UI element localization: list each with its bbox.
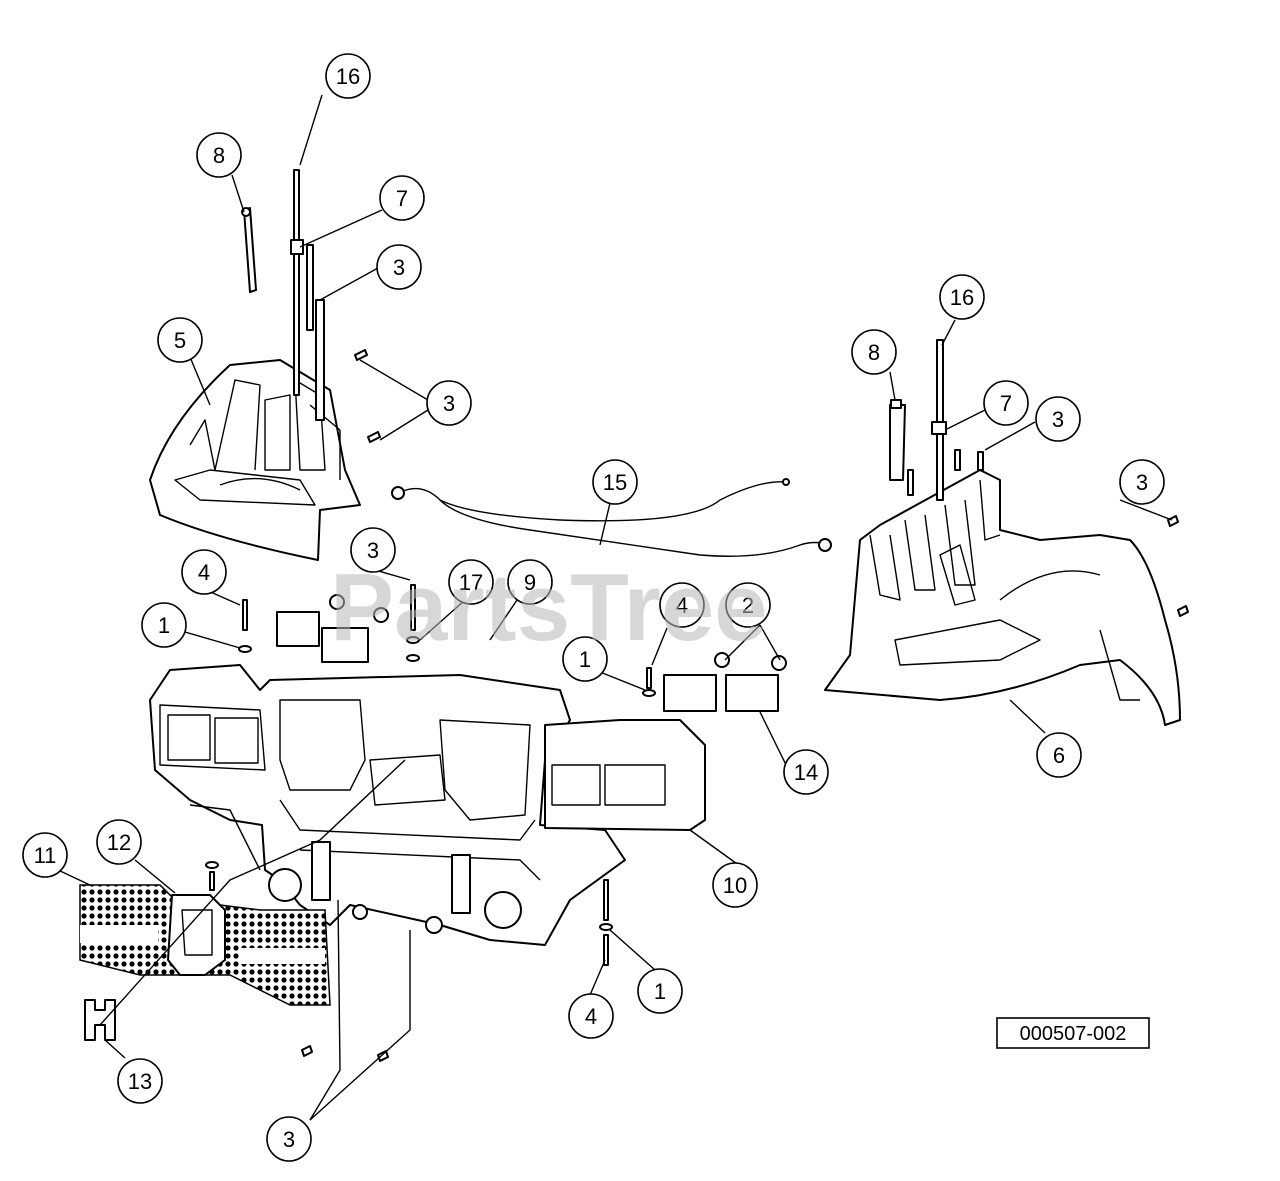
leader-lines <box>57 94 1173 1121</box>
svg-text:8: 8 <box>868 340 880 365</box>
callout-4-bottom: 4 <box>568 993 614 1039</box>
svg-text:17: 17 <box>459 570 483 595</box>
lamp-lenses-right <box>642 652 787 712</box>
svg-text:10: 10 <box>723 873 747 898</box>
callout-3-right-a: 3 <box>1035 396 1081 442</box>
callout-11: 11 <box>22 832 68 878</box>
callout-3-left-b: 3 <box>426 380 472 426</box>
svg-text:4: 4 <box>585 1004 597 1029</box>
svg-text:7: 7 <box>396 186 408 211</box>
svg-text:13: 13 <box>128 1069 152 1094</box>
callout-6: 6 <box>1036 732 1082 778</box>
front-body <box>149 664 626 946</box>
svg-text:3: 3 <box>443 391 455 416</box>
callout-8-right: 8 <box>851 329 897 375</box>
callout-3-center: 3 <box>350 527 396 573</box>
watermark: PartsTree <box>330 554 768 661</box>
callouts: 16 8 7 3 5 3 15 3 4 17 9 1 4 2 1 14 10 1… <box>22 53 1165 1162</box>
callout-15: 15 <box>592 459 638 505</box>
svg-text:5: 5 <box>174 328 186 353</box>
callout-7-left: 7 <box>379 175 425 221</box>
svg-text:15: 15 <box>603 470 627 495</box>
reference-number-box: 000507-002 <box>996 1017 1150 1049</box>
svg-text:3: 3 <box>1136 470 1148 495</box>
callout-1-center: 1 <box>562 636 608 682</box>
callout-17: 17 <box>448 559 494 605</box>
svg-text:1: 1 <box>654 979 666 1004</box>
callout-8-left: 8 <box>196 132 242 178</box>
callout-3-right-b: 3 <box>1119 459 1165 505</box>
callout-1-bottom: 1 <box>637 968 683 1014</box>
svg-text:11: 11 <box>34 843 57 868</box>
svg-text:3: 3 <box>393 255 405 280</box>
callout-10: 10 <box>712 862 758 908</box>
lower-right-bracket <box>205 861 613 966</box>
callout-9: 9 <box>507 559 553 605</box>
callout-13: 13 <box>117 1058 163 1104</box>
svg-text:6: 6 <box>1053 743 1065 768</box>
callout-3-bottom: 3 <box>266 1116 312 1162</box>
svg-text:3: 3 <box>367 538 379 563</box>
left-side-panel <box>149 359 361 561</box>
svg-text:7: 7 <box>1000 391 1012 416</box>
svg-text:3: 3 <box>1052 407 1064 432</box>
svg-text:4: 4 <box>676 593 688 618</box>
svg-text:16: 16 <box>950 285 974 310</box>
reference-number: 000507-002 <box>1020 1023 1127 1045</box>
lower-screws <box>301 1045 389 1062</box>
svg-text:16: 16 <box>336 64 360 89</box>
callout-5: 5 <box>157 317 203 363</box>
callout-3-left-a: 3 <box>376 244 422 290</box>
svg-text:14: 14 <box>794 760 818 785</box>
callout-7-right: 7 <box>983 380 1029 426</box>
wire-harness <box>391 478 832 557</box>
svg-text:12: 12 <box>107 830 131 855</box>
svg-text:4: 4 <box>198 560 210 585</box>
svg-text:9: 9 <box>524 570 536 595</box>
right-side-panel <box>824 469 1181 726</box>
svg-text:3: 3 <box>283 1127 295 1152</box>
callout-16-left: 16 <box>325 53 371 99</box>
headlight-housing-right <box>544 719 706 831</box>
callout-2: 2 <box>725 582 771 628</box>
callout-4-right: 4 <box>659 582 705 628</box>
callout-12: 12 <box>96 819 142 865</box>
callout-16-right: 16 <box>939 274 985 320</box>
svg-text:2: 2 <box>742 593 754 618</box>
callout-4-left: 4 <box>181 549 227 595</box>
right-hardware <box>889 339 1189 617</box>
emblem <box>84 894 226 1041</box>
svg-text:1: 1 <box>579 647 591 672</box>
lamp-lenses-left <box>238 584 420 663</box>
svg-text:1: 1 <box>158 613 170 638</box>
callout-1-left: 1 <box>141 602 187 648</box>
left-hardware <box>241 169 381 443</box>
svg-text:8: 8 <box>213 143 225 168</box>
callout-14: 14 <box>783 749 829 795</box>
